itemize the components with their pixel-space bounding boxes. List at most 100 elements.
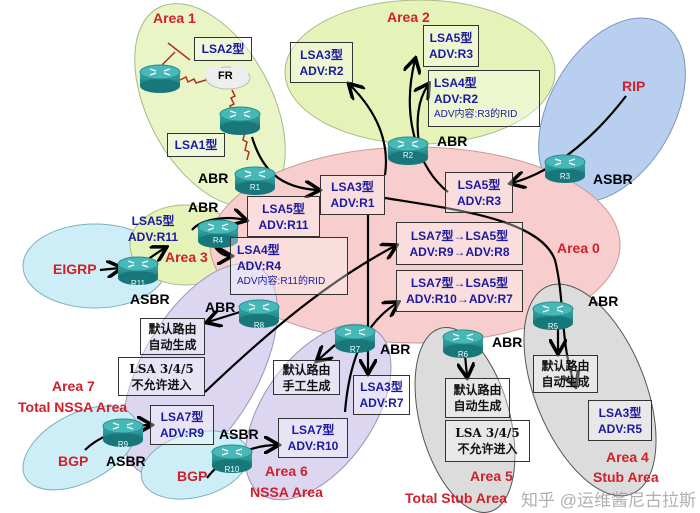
box-line: 自动生成 [148, 337, 197, 352]
box-line: LSA7型 [160, 410, 204, 424]
box-line: LSA3型 [331, 180, 374, 194]
box-line: LSA2型 [201, 42, 245, 56]
box-line: LSA3型 [598, 405, 642, 420]
arrow-r6-to-default [465, 354, 467, 376]
router-r4-label: R4 [212, 236, 224, 245]
router-icon [219, 106, 261, 135]
area0-lsa3-box: LSA3型 ADV:R1 [320, 175, 385, 215]
area7-default-route-box: 默认路由自动生成 [140, 318, 205, 355]
area7-label: Area 7 [52, 378, 95, 394]
router-r2-label: R2 [402, 151, 414, 160]
area6-label: Area 6 [265, 463, 308, 479]
box-line: ADV:R11 [128, 230, 179, 244]
r3-role: ASBR [593, 171, 633, 187]
arrow-eigrp-to-r11 [99, 268, 120, 270]
box-line: LSA3型 [360, 380, 403, 394]
box-line: ADV:R7 [359, 396, 404, 410]
router-icon [334, 324, 376, 353]
box-line: ADV:R9→ADV:R8 [409, 244, 510, 259]
router-icon [532, 301, 574, 330]
box-line: 默认路由 [282, 362, 331, 377]
serial-link [228, 89, 237, 113]
box-line: LSA7型→LSA5型 [410, 228, 509, 243]
router-icon [117, 256, 159, 285]
box-line: 手工生成 [282, 378, 331, 393]
router-icon [139, 64, 181, 93]
r11-role: ASBR [130, 291, 170, 307]
lsa1-box: LSA1型 [167, 133, 225, 157]
box-line: ADV:R11 [258, 217, 309, 232]
box-line: ADV内容:R3的RID [434, 108, 518, 120]
box-line: LSA7型→LSA5型 [410, 276, 509, 290]
r4-role: ABR [188, 199, 219, 215]
r9-role: ASBR [106, 453, 146, 469]
router-r7-label: R7 [349, 345, 361, 354]
box-line: LSA 3/4/5 [129, 361, 194, 376]
router-icon [238, 299, 280, 328]
box-line: LSA4型 [237, 243, 280, 257]
router-r5-label: R5 [547, 322, 559, 331]
rip-label: RIP [622, 78, 646, 94]
box-line: 不允许进入 [131, 377, 192, 392]
r1-role: ABR [198, 170, 229, 186]
router-icon [234, 166, 276, 195]
arrow-lsa3-to-area2 [350, 85, 387, 176]
lsa2-box: LSA2型 [194, 37, 252, 61]
r10-role: ASBR [219, 426, 259, 442]
box-line: LSA4型 [434, 75, 477, 90]
router-icon [197, 219, 239, 248]
r8-role: ABR [205, 299, 236, 315]
box-line: 默认路由 [453, 383, 502, 397]
box-line: 不允许进入 [457, 442, 518, 456]
box-line: ADV:R3 [456, 193, 501, 208]
router-r1-label: R1 [249, 183, 261, 192]
fr-label: FR [218, 70, 233, 82]
box-line: 默认路由 [148, 321, 197, 336]
router-icon [442, 329, 484, 358]
box-line: LSA5型 [457, 177, 501, 192]
router-icon [387, 136, 429, 165]
area5-default-route-box: 默认路由自动生成 [445, 378, 510, 418]
r7-role: ABR [380, 341, 411, 357]
box-line: ADV:R10 [287, 439, 339, 453]
arrow-r8-to-default [208, 312, 241, 322]
area6-lsa3-box: LSA3型 ADV:R7 [353, 375, 410, 415]
box-line: LSA5型 [131, 214, 175, 228]
box-line: ADV:R4 [237, 259, 282, 273]
area6-type-label: NSSA Area [250, 484, 323, 500]
box-line: 默认路由 [541, 359, 590, 373]
router-icon [102, 418, 144, 447]
box-line: ADV:R5 [597, 421, 642, 436]
router-r9-label: R9 [117, 440, 129, 449]
box-line: LSA7型 [291, 423, 335, 437]
arrow-r4-to-lsa5r11 [191, 218, 245, 231]
bgp-label-r9: BGP [58, 453, 89, 469]
serial-link [179, 75, 207, 84]
eigrp-label: EIGRP [53, 261, 97, 277]
area0-label: Area 0 [557, 240, 600, 256]
area4-type-label: Stub Area [593, 469, 659, 485]
router-r3-label: R3 [559, 172, 571, 181]
frame-relay-cloud-icon [205, 65, 251, 90]
area4-label: Area 4 [606, 449, 649, 465]
routers-layer [102, 64, 586, 473]
box-line: 自动生成 [541, 375, 590, 389]
box-line: LSA5型 [429, 31, 473, 45]
router-icon [544, 154, 586, 183]
router-r10-label: R10 [224, 465, 240, 474]
box-line: LSA1型 [174, 138, 218, 152]
box-line: 自动生成 [453, 399, 502, 413]
router-r11-label: R11 [130, 279, 146, 288]
box-line: ADV:R1 [330, 196, 375, 210]
area5-type-label: Total Stub Area [405, 490, 507, 506]
